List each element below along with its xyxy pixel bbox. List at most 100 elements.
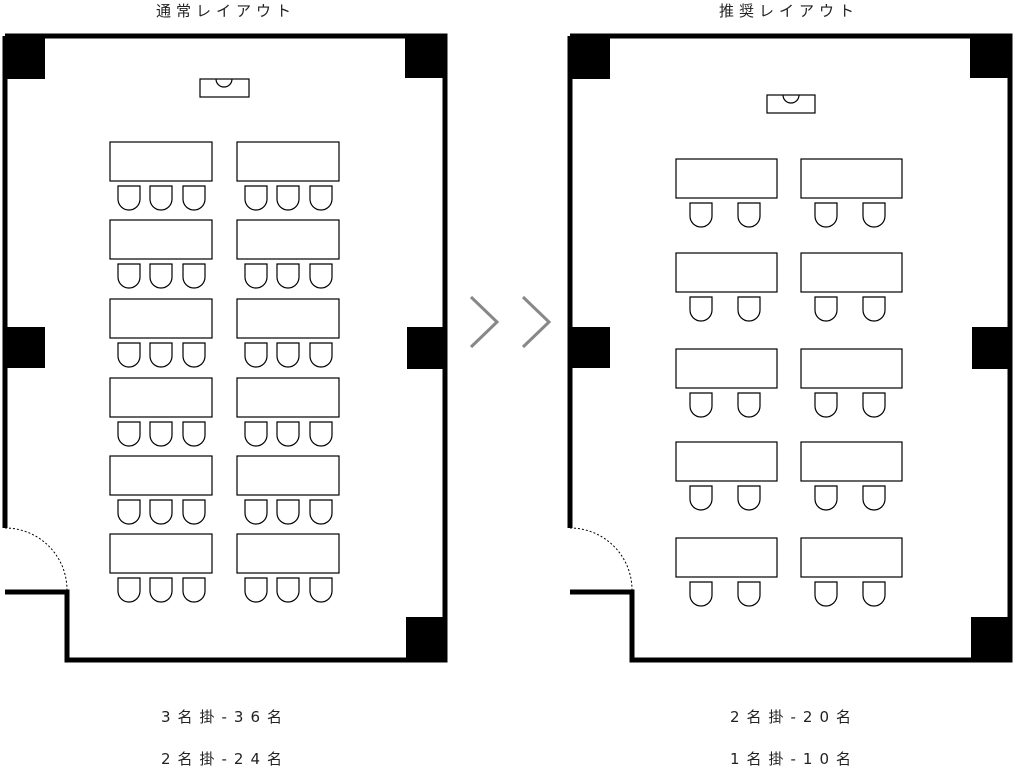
- desk-unit: [800, 441, 903, 511]
- chair-icon: [117, 499, 141, 525]
- chair-icon: [149, 185, 173, 211]
- normal-pillar-bottom-right: [406, 617, 447, 661]
- chair-icon: [309, 421, 333, 447]
- desk: [675, 441, 778, 482]
- chair-icon: [814, 202, 838, 228]
- chair-icon: [814, 392, 838, 418]
- desk-unit: [800, 537, 903, 607]
- chair-icon: [182, 577, 206, 603]
- desk: [800, 537, 903, 578]
- normal-pillar-top-right: [405, 36, 447, 78]
- desk: [800, 252, 903, 293]
- recommended-pillar-top-left: [570, 36, 610, 79]
- chair-icon: [862, 392, 886, 418]
- chair-icon: [244, 421, 268, 447]
- chair-icon: [276, 263, 300, 289]
- desk-unit: [800, 252, 903, 322]
- chair-icon: [689, 296, 713, 322]
- chair-icon: [117, 342, 141, 368]
- recommended-layout-title: 推奨レイアウト: [718, 2, 859, 20]
- chair-icon: [737, 392, 761, 418]
- next-arrow-icon: [469, 295, 552, 349]
- desk-unit: [109, 141, 213, 211]
- chair-icon: [117, 185, 141, 211]
- chair-icon: [276, 342, 300, 368]
- desk-unit: [675, 537, 778, 607]
- chair-icon: [309, 185, 333, 211]
- desk-unit: [236, 298, 340, 368]
- chair-icon: [737, 296, 761, 322]
- chair-icon: [737, 485, 761, 511]
- normal-capacity-2-per-table: 2名掛-24名: [160, 750, 290, 768]
- chair-icon: [862, 296, 886, 322]
- desk: [109, 141, 213, 182]
- desk-unit: [236, 141, 340, 211]
- recommended-capacity-1-per-table: 1名掛-10名: [729, 750, 859, 768]
- recommended-room-walls: [570, 33, 1013, 663]
- chair-icon: [309, 577, 333, 603]
- chair-icon: [244, 577, 268, 603]
- normal-lectern: [199, 78, 250, 98]
- chair-icon: [117, 263, 141, 289]
- chair-icon: [244, 342, 268, 368]
- recommended-pillar-bottom-right: [971, 617, 1012, 661]
- chair-icon: [309, 342, 333, 368]
- desk-unit: [236, 455, 340, 525]
- normal-table-grid: [109, 141, 340, 603]
- chair-icon: [862, 485, 886, 511]
- chair-icon: [862, 581, 886, 607]
- desk: [236, 298, 340, 339]
- chair-icon: [689, 202, 713, 228]
- desk: [800, 348, 903, 389]
- desk: [236, 377, 340, 418]
- desk: [236, 533, 340, 574]
- recommended-pillar-top-right: [970, 36, 1012, 78]
- desk-unit: [109, 455, 213, 525]
- chair-icon: [149, 342, 173, 368]
- chair-icon: [244, 185, 268, 211]
- normal-pillar-top-left: [5, 36, 45, 79]
- chair-icon: [149, 577, 173, 603]
- chair-icon: [276, 421, 300, 447]
- desk-unit: [675, 441, 778, 511]
- chair-icon: [244, 263, 268, 289]
- desk-unit: [800, 158, 903, 228]
- desk-unit: [109, 533, 213, 603]
- normal-pillar-mid-left: [5, 327, 45, 368]
- chair-icon: [117, 577, 141, 603]
- chair-icon: [276, 499, 300, 525]
- chair-icon: [689, 581, 713, 607]
- desk: [109, 533, 213, 574]
- chair-icon: [862, 202, 886, 228]
- desk-unit: [109, 298, 213, 368]
- desk: [675, 348, 778, 389]
- chair-icon: [276, 577, 300, 603]
- desk: [675, 158, 778, 199]
- chair-icon: [276, 185, 300, 211]
- chair-icon: [689, 485, 713, 511]
- desk-unit: [236, 219, 340, 289]
- normal-capacity-3-per-table: 3名掛-36名: [160, 708, 290, 726]
- desk: [109, 219, 213, 260]
- desk: [800, 158, 903, 199]
- desk-unit: [236, 377, 340, 447]
- chair-icon: [309, 499, 333, 525]
- chair-icon: [149, 421, 173, 447]
- normal-layout-title: 通常レイアウト: [155, 2, 296, 20]
- desk: [800, 441, 903, 482]
- desk: [109, 455, 213, 496]
- recommended-door-swing: [569, 527, 633, 591]
- chair-icon: [814, 581, 838, 607]
- chair-icon: [149, 499, 173, 525]
- chair-icon: [117, 421, 141, 447]
- desk-unit: [675, 252, 778, 322]
- chair-icon: [149, 263, 173, 289]
- chair-icon: [182, 185, 206, 211]
- normal-room-walls: [5, 33, 448, 663]
- desk-unit: [236, 533, 340, 603]
- recommended-pillar-mid-right: [972, 327, 1012, 369]
- desk: [236, 455, 340, 496]
- normal-door-swing: [4, 527, 68, 591]
- desk: [109, 298, 213, 339]
- recommended-room: [567, 33, 1013, 663]
